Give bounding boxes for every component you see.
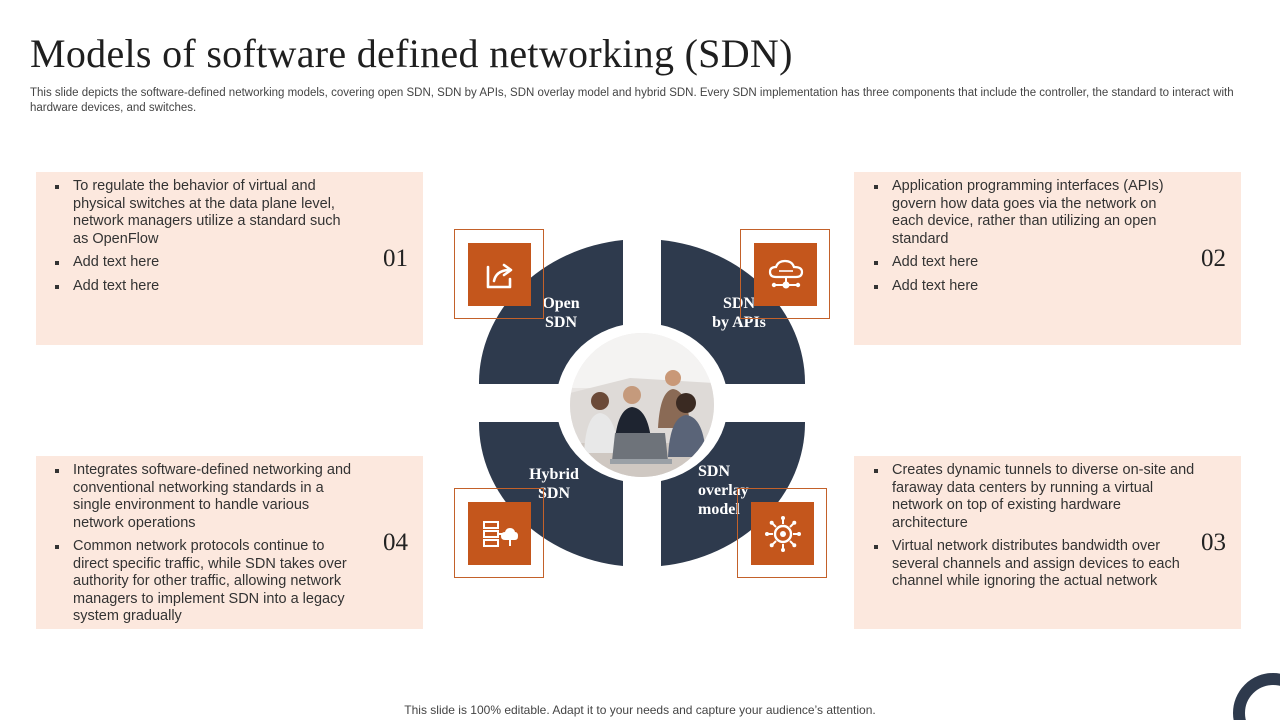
list-item: Creates dynamic tunnels to diverse on-si…: [872, 462, 1197, 532]
panel-number: 04: [383, 529, 408, 556]
list-item: Application programming interfaces (APIs…: [872, 178, 1167, 248]
icon-frame-sdn-by-apis: [740, 229, 830, 319]
panel-number: 01: [383, 245, 408, 272]
team-photo: [570, 333, 714, 477]
slide-title: Models of software defined networking (S…: [30, 31, 793, 76]
label-line: SDN: [537, 485, 570, 502]
icon-frame-open-sdn: [454, 229, 544, 319]
panel-sdn-overlay: Creates dynamic tunnels to diverse on-si…: [854, 456, 1241, 629]
label-line: Hybrid: [529, 466, 579, 483]
bullet-list: Application programming interfaces (APIs…: [872, 178, 1167, 301]
cloud-network-icon: [754, 243, 817, 306]
label-open-sdn: Open SDN: [530, 294, 592, 332]
gear-network-icon: [751, 502, 814, 565]
list-item: Add text here: [53, 278, 343, 296]
list-item: Add text here: [53, 254, 343, 272]
icon-frame-hybrid-sdn: [454, 488, 544, 578]
share-arrow-icon: [468, 243, 531, 306]
slide-subtitle: This slide depicts the software-defined …: [30, 87, 1234, 114]
label-line: SDN: [722, 295, 755, 312]
list-item: Virtual network distributes bandwidth ov…: [872, 538, 1197, 591]
list-item: To regulate the behavior of virtual and …: [53, 178, 343, 248]
panel-number: 02: [1201, 245, 1226, 272]
label-line: model: [698, 501, 740, 518]
list-item: Add text here: [872, 254, 1167, 272]
panel-open-sdn: To regulate the behavior of virtual and …: [36, 172, 423, 345]
panel-number: 03: [1201, 529, 1226, 556]
corner-ring-decoration: [1233, 673, 1280, 720]
list-item: Add text here: [872, 278, 1167, 296]
label-hybrid-sdn: Hybrid SDN: [520, 465, 588, 503]
label-line: Open: [542, 295, 580, 312]
bullet-list: Integrates software-defined networking a…: [53, 462, 363, 632]
list-item: Common network protocols continue to dir…: [53, 538, 363, 626]
label-sdn-overlay: SDN overlay model: [698, 462, 770, 519]
server-cloud-icon: [468, 502, 531, 565]
list-item: Integrates software-defined networking a…: [53, 462, 363, 532]
bullet-list: To regulate the behavior of virtual and …: [53, 178, 343, 301]
bullet-list: Creates dynamic tunnels to diverse on-si…: [872, 462, 1197, 597]
slide-footer: This slide is 100% editable. Adapt it to…: [404, 703, 876, 717]
label-line: SDN: [698, 463, 731, 480]
panel-hybrid-sdn: Integrates software-defined networking a…: [36, 456, 423, 629]
icon-frame-sdn-overlay: [737, 488, 827, 578]
label-line: SDN: [544, 314, 577, 331]
panel-sdn-by-apis: Application programming interfaces (APIs…: [854, 172, 1241, 345]
label-line: overlay: [698, 482, 749, 499]
